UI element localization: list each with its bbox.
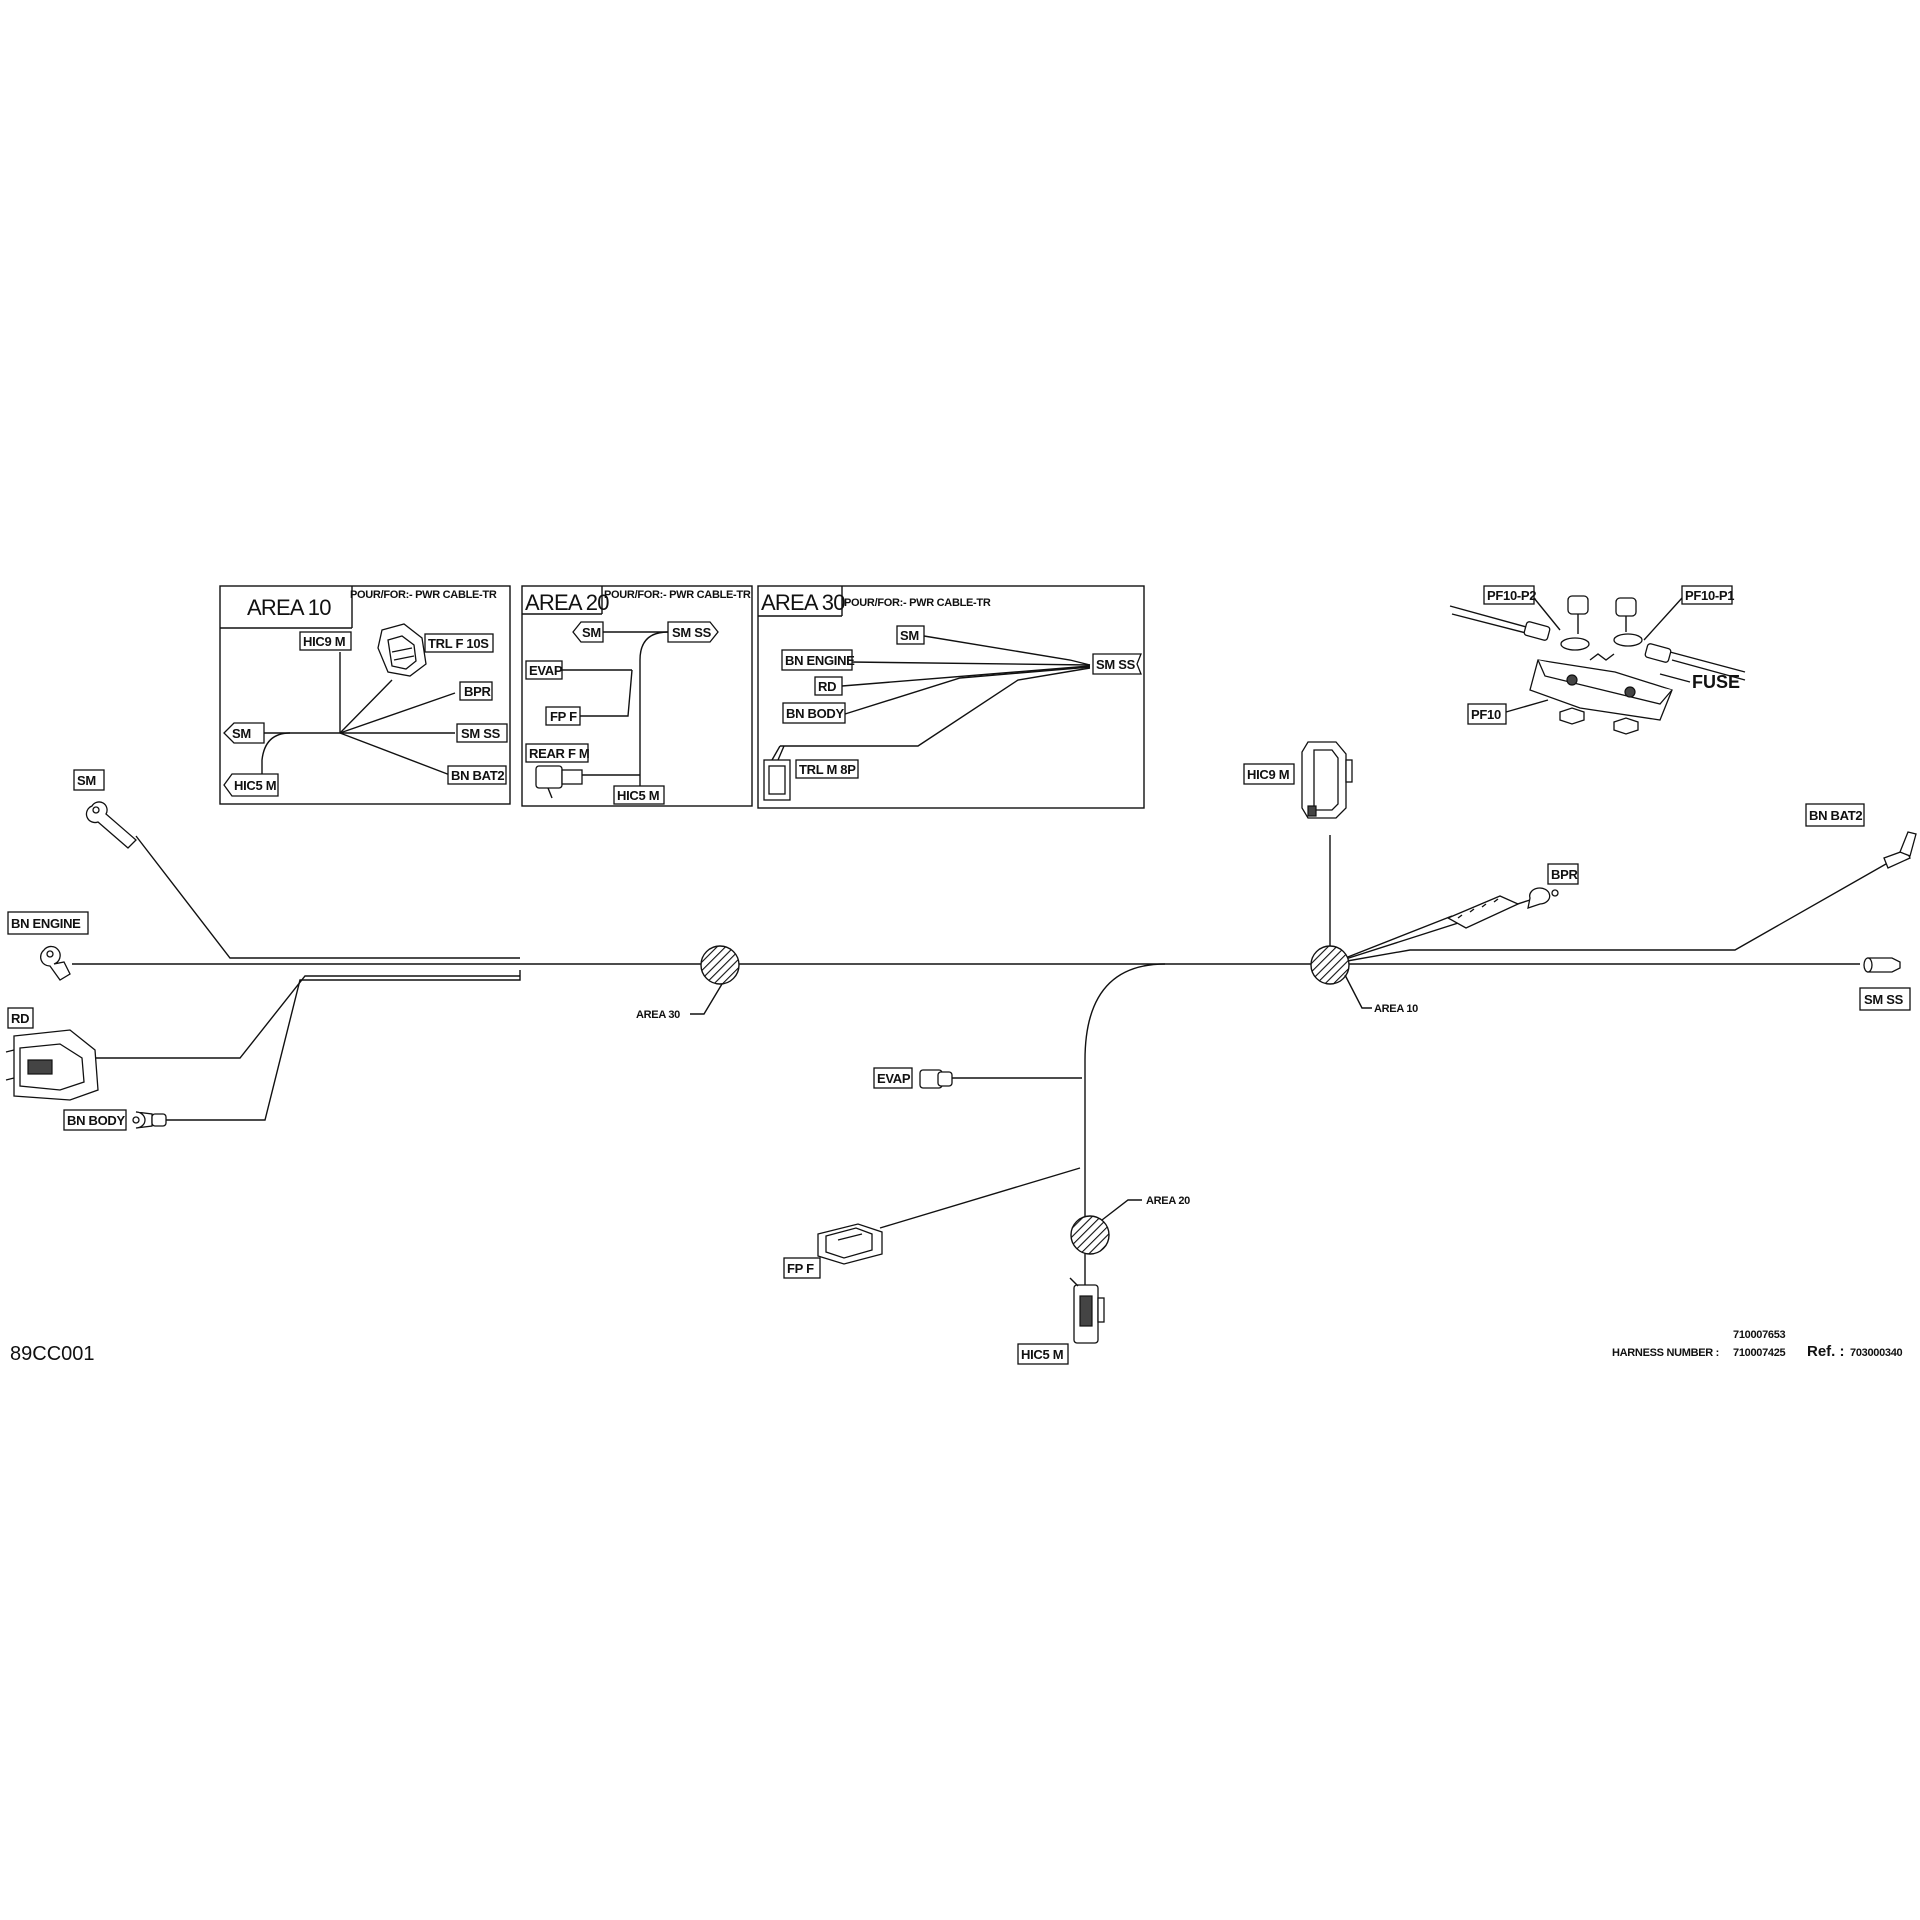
rear-f-m-connector-icon — [535, 765, 583, 799]
label-area-10: AREA 10 — [1374, 1003, 1418, 1015]
inset-area-10: AREA 10 POUR/FOR:- PWR CABLE-TR HIC9 M T… — [219, 585, 511, 805]
area-30-marker — [700, 945, 740, 985]
title-block: 710007653 HARNESS NUMBER : 710007425 Ref… — [1612, 1329, 1903, 1360]
label-bpr: BPR — [464, 684, 491, 699]
label-hic5-m: HIC5 M — [1021, 1347, 1063, 1362]
label-hic9-m: HIC9 M — [1247, 767, 1289, 782]
label-sm-ss: SM SS — [461, 726, 501, 741]
label-sm-ss: SM SS — [1096, 657, 1136, 672]
label-sm-left: SM — [77, 773, 96, 788]
inset-pour-for: POUR/FOR:- PWR CABLE-TR — [350, 589, 497, 601]
label-fp-f: FP F — [550, 709, 577, 724]
label-area-30: AREA 30 — [636, 1009, 680, 1021]
fp-f-connector-icon — [817, 1223, 883, 1265]
label-bn-engine: BN ENGINE — [785, 653, 855, 668]
harness-number-label: HARNESS NUMBER : — [1612, 1347, 1719, 1359]
rd-relay-connector-icon — [5, 1029, 99, 1101]
drawing-code: 89CC001 — [10, 1343, 95, 1365]
main-harness: AREA 30 AREA 10 AREA 20 — [72, 835, 1901, 1285]
label-area-20: AREA 20 — [1146, 1195, 1190, 1207]
label-evap: EVAP — [529, 663, 563, 678]
harness-number-2: 710007425 — [1733, 1347, 1786, 1359]
label-trl-m-8p: TRL M 8P — [799, 762, 856, 777]
inset-area-20: AREA 20 POUR/FOR:- PWR CABLE-TR SM SM SS… — [521, 585, 753, 807]
label-hic5-m: HIC5 M — [234, 778, 276, 793]
label-rd: RD — [11, 1011, 29, 1026]
inset-area-30: AREA 30 POUR/FOR:- PWR CABLE-TR SM BN EN… — [757, 585, 1145, 809]
label-bn-body: BN BODY — [67, 1113, 125, 1128]
bn-bat2-terminal-icon — [1883, 831, 1917, 869]
label-evap: EVAP — [877, 1071, 911, 1086]
label-rear-f-m: REAR F M — [529, 746, 589, 761]
area-10-marker — [1310, 945, 1350, 985]
label-sm: SM — [232, 726, 251, 741]
inset-title: AREA 20 — [525, 590, 609, 615]
trl-f-10s-connector-icon — [377, 623, 427, 677]
ref-value: 703000340 — [1850, 1347, 1903, 1359]
label-pf10-p2: PF10-P2 — [1487, 588, 1536, 603]
label-hic9-m: HIC9 M — [303, 634, 345, 649]
sm-ss-terminal-icon — [1863, 957, 1901, 973]
inset-pour-for: POUR/FOR:- PWR CABLE-TR — [604, 589, 751, 601]
hic5-m-connector-icon — [1069, 1277, 1105, 1344]
bpr-fuse-holder-icon — [1446, 887, 1559, 929]
ref-label: Ref. : — [1807, 1343, 1845, 1360]
label-bn-body: BN BODY — [786, 706, 844, 721]
label-pf10: PF10 — [1471, 707, 1501, 722]
bn-engine-ring-terminal-icon — [40, 945, 71, 981]
hic9-m-connector-icon — [1301, 741, 1353, 819]
label-hic5-m: HIC5 M — [617, 788, 659, 803]
label-bn-bat2: BN BAT2 — [1809, 808, 1862, 823]
label-rd: RD — [818, 679, 836, 694]
inset-title: AREA 10 — [247, 595, 331, 620]
label-bn-bat2: BN BAT2 — [451, 768, 504, 783]
label-sm-ss: SM SS — [672, 625, 712, 640]
label-fuse: FUSE — [1692, 672, 1740, 692]
fuse-detail: PF10-P2 PF10-P1 FUSE PF10 — [1449, 585, 1746, 735]
label-bpr: BPR — [1551, 867, 1578, 882]
harness-number-1: 710007653 — [1733, 1329, 1786, 1341]
sm-ring-terminal-icon — [85, 801, 137, 849]
inset-title: AREA 30 — [761, 590, 845, 615]
label-pf10-p1: PF10-P1 — [1685, 588, 1734, 603]
label-sm: SM — [900, 628, 919, 643]
trl-m-8p-connector-icon — [763, 745, 791, 801]
bn-body-ring-terminal-icon — [132, 1111, 167, 1129]
area-20-marker — [1070, 1215, 1110, 1255]
inset-pour-for: POUR/FOR:- PWR CABLE-TR — [844, 597, 991, 609]
label-trl-f-10s: TRL F 10S — [428, 636, 489, 651]
label-bn-engine: BN ENGINE — [11, 916, 81, 931]
label-sm-ss: SM SS — [1864, 992, 1904, 1007]
label-fp-f: FP F — [787, 1261, 814, 1276]
evap-connector-icon — [919, 1069, 953, 1089]
label-sm: SM — [582, 625, 601, 640]
